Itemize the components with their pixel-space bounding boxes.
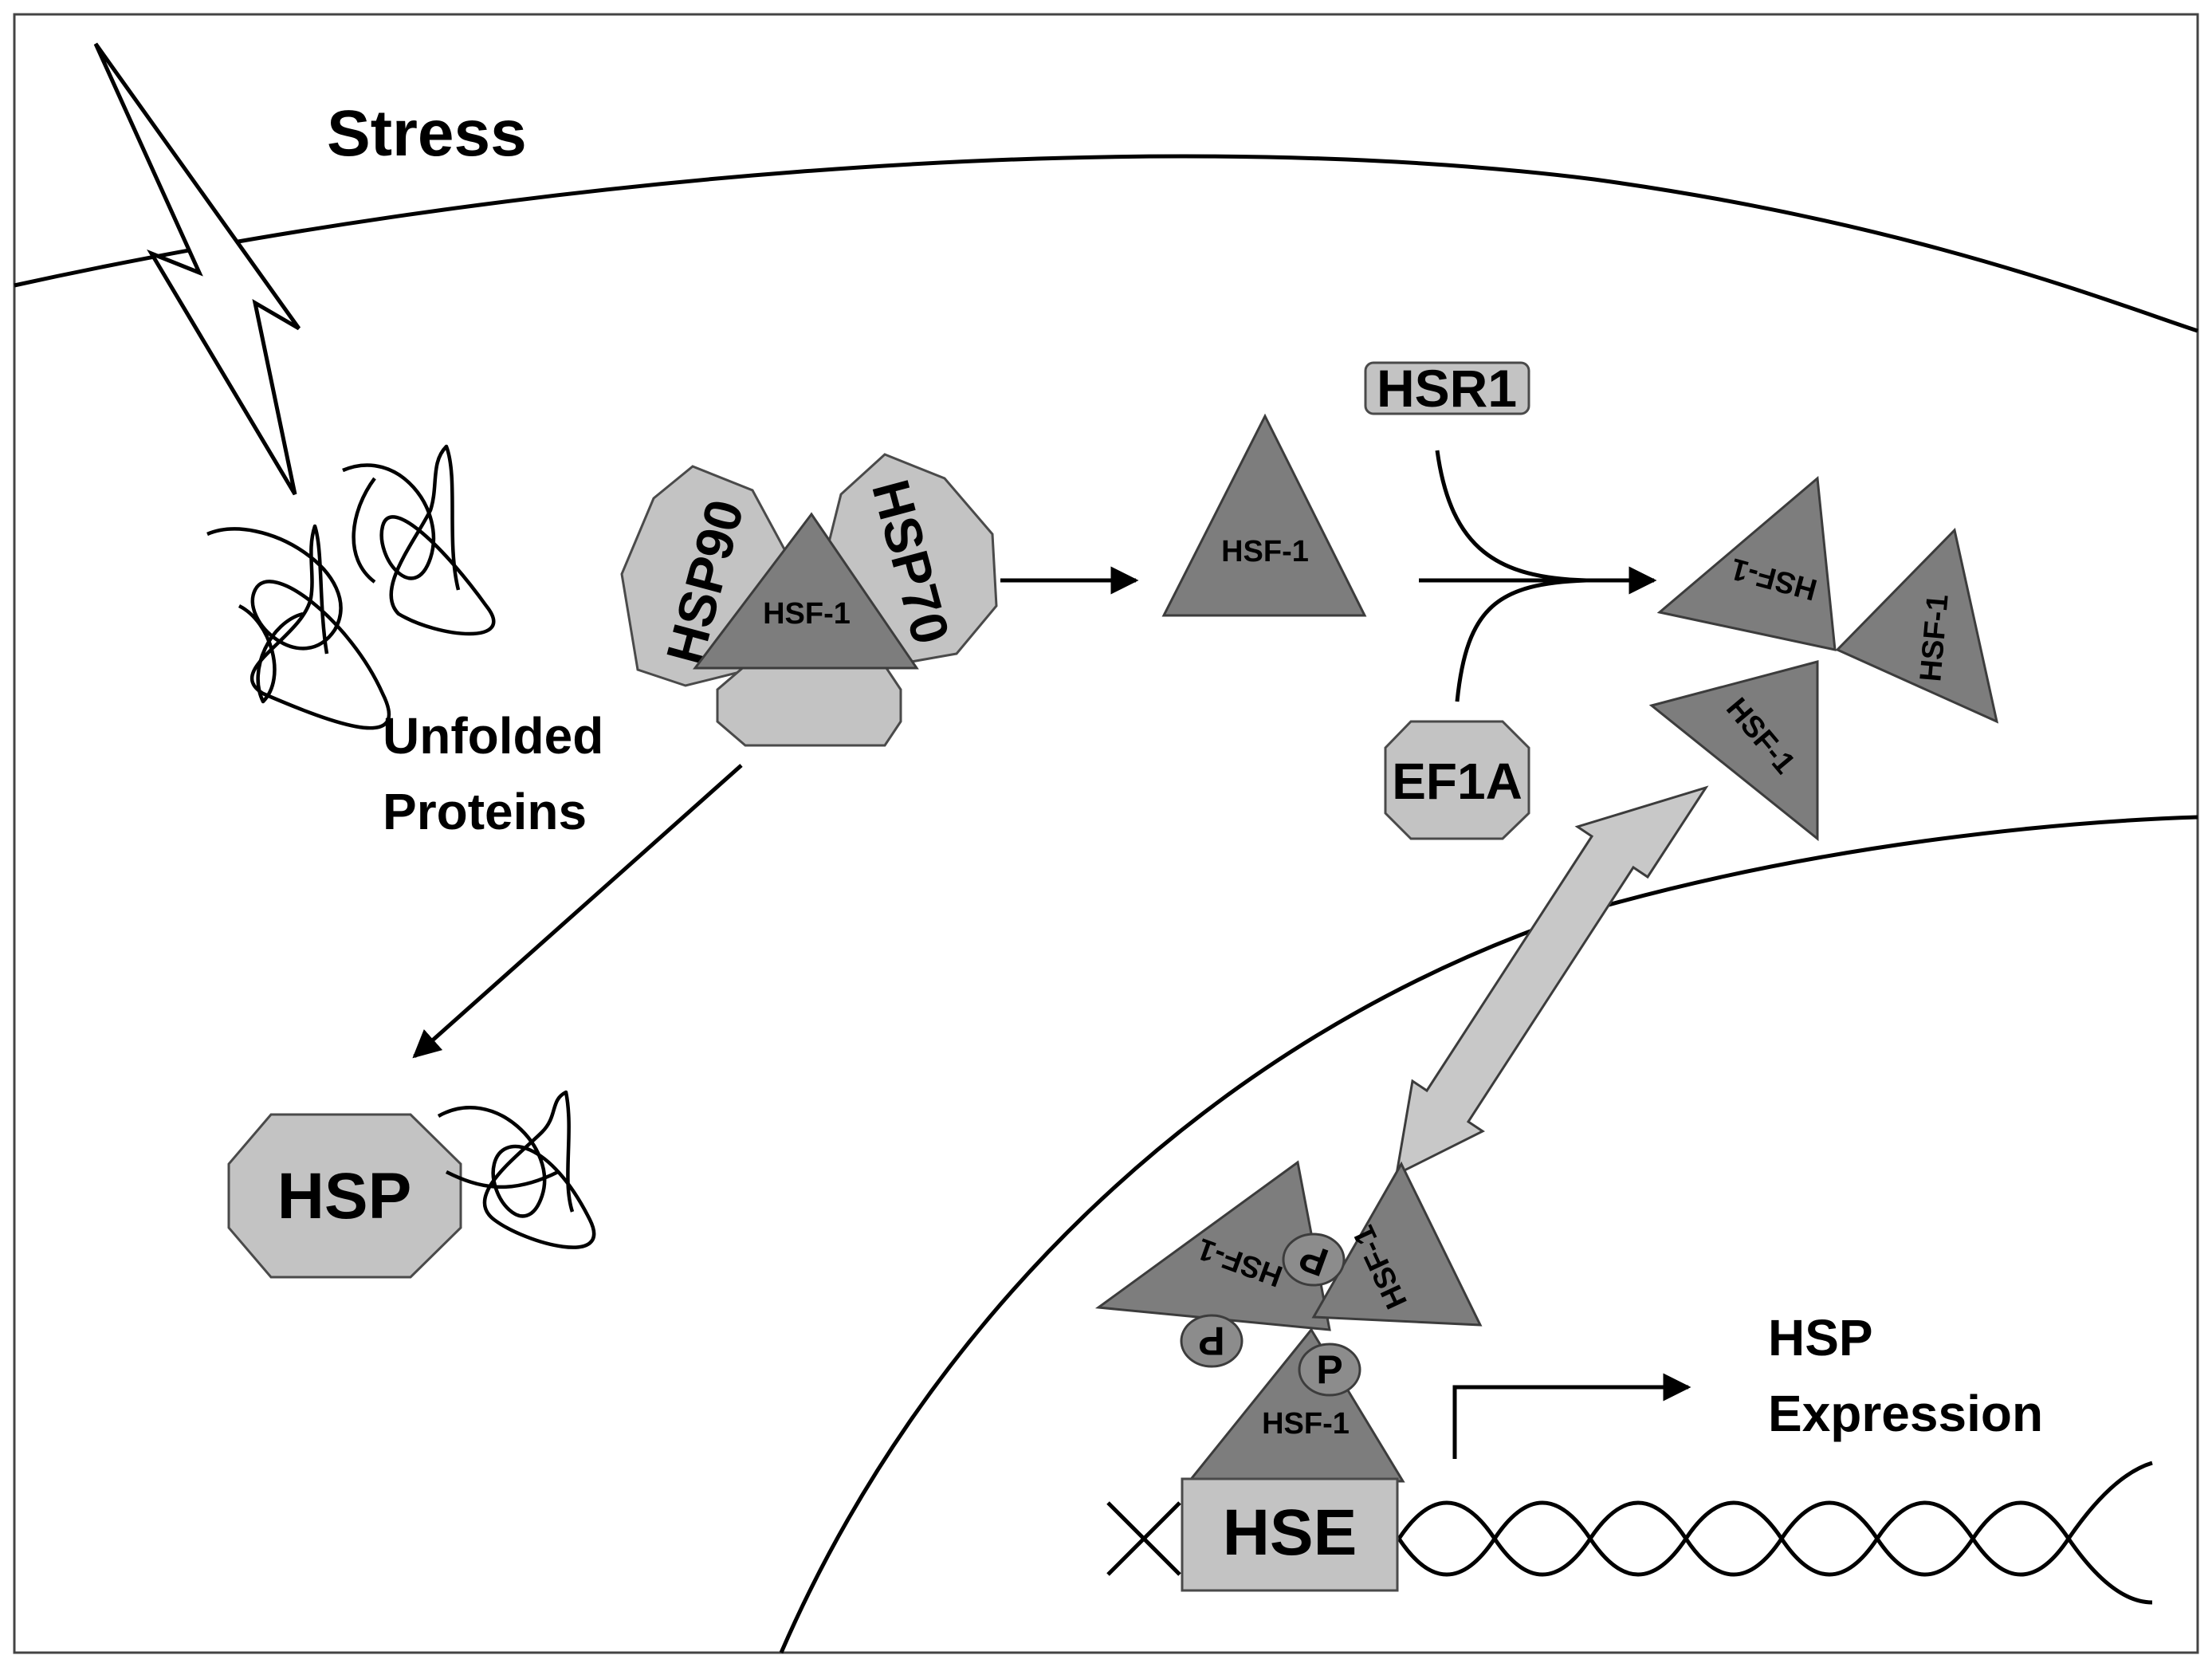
hse-label: HSE bbox=[1223, 1496, 1357, 1569]
free-hsf1-triangle bbox=[1161, 413, 1367, 617]
dna-helix bbox=[1106, 1461, 2153, 1605]
cell-membrane bbox=[14, 154, 2198, 333]
svg-text:P: P bbox=[1316, 1347, 1342, 1392]
hsp-hsf1-complex: HSP90 HSP70 HSF-1 bbox=[620, 453, 998, 747]
svg-text:HSF-1: HSF-1 bbox=[1914, 593, 1955, 683]
hsr1-label: HSR1 bbox=[1377, 359, 1517, 418]
unfolded-proteins-label: Unfolded bbox=[383, 707, 603, 765]
hsp-bound-protein: HSP bbox=[227, 1090, 596, 1279]
hsp-expression-label-line2: Expression bbox=[1768, 1385, 2043, 1442]
hsp-octagon bbox=[227, 1113, 462, 1279]
hsp-label: HSP bbox=[277, 1160, 412, 1233]
complex-bottom-octagon bbox=[716, 664, 902, 747]
unfolded-proteins-label-line2: Proteins bbox=[383, 783, 587, 840]
phosphorylated-hsf1-trimer: HSF-1 HSF-1 HSF-1 P P P bbox=[1094, 1160, 1483, 1483]
hsp-chaperone-arrow bbox=[412, 764, 743, 1059]
hsr1-box bbox=[1364, 361, 1530, 415]
hsr1-converge-line bbox=[1435, 450, 1587, 583]
ef1a-converge-line bbox=[1455, 578, 1587, 702]
hsf1-trimer: HSF-1 HSF-1 HSF-1 bbox=[1648, 476, 1999, 842]
ef1a-octagon bbox=[1384, 720, 1530, 840]
diagram-frame bbox=[13, 13, 2199, 1654]
unfolded-protein-icon bbox=[206, 444, 496, 730]
ef1a-label: EF1A bbox=[1392, 753, 1522, 810]
hse-box bbox=[1181, 1477, 1399, 1592]
stress-label: Stress bbox=[327, 97, 527, 170]
transcription-arrow bbox=[1452, 1373, 1691, 1459]
hsp-expression-label: HSP bbox=[1768, 1309, 1873, 1366]
complex-hsf1-triangle bbox=[692, 512, 919, 670]
complex-hsf1-label: HSF-1 bbox=[763, 597, 851, 631]
free-hsf1-label: HSF-1 bbox=[1221, 535, 1309, 568]
phospho-p-1 bbox=[1180, 1314, 1244, 1368]
lightning-bolt-icon bbox=[93, 42, 301, 496]
nuclear-membrane bbox=[779, 815, 2198, 1653]
phospho-p-2 bbox=[1282, 1233, 1346, 1287]
svg-text:P: P bbox=[1198, 1319, 1224, 1363]
phospho-p-3 bbox=[1298, 1343, 1361, 1397]
svg-text:HSF-1: HSF-1 bbox=[1262, 1407, 1350, 1441]
